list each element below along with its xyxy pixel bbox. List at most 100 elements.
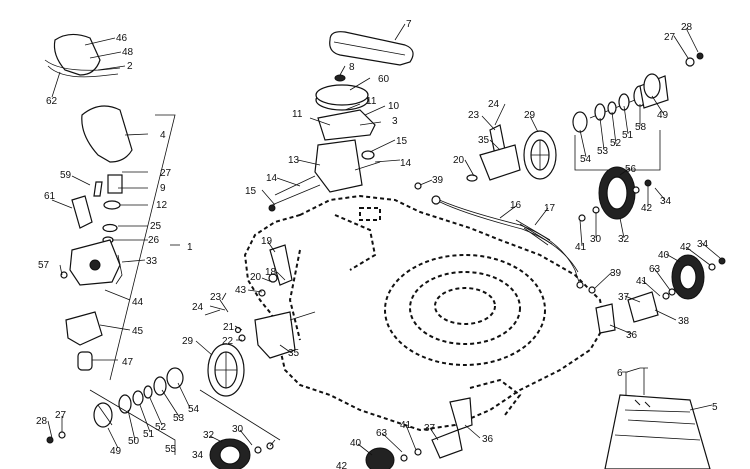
- callout-label: 9: [160, 183, 166, 194]
- callout-label: 20: [453, 155, 465, 166]
- callout-label: 1: [187, 242, 193, 253]
- callout-label: 27: [55, 410, 67, 421]
- callout-label: 33: [146, 256, 158, 267]
- callout-label: 27: [160, 168, 172, 179]
- callout-label: 52: [155, 422, 167, 433]
- callout-label: 34: [660, 196, 672, 207]
- bottom-wheel-assembly: [365, 397, 473, 469]
- callout-label: 25: [150, 221, 162, 232]
- callout-label: 58: [635, 122, 647, 133]
- callout-label: 22: [222, 336, 234, 347]
- callout-label: 50: [128, 436, 140, 447]
- callout-label: 26: [148, 235, 160, 246]
- callout-label: 49: [657, 110, 669, 121]
- callout-label: 42: [641, 203, 653, 214]
- callout-label: 23: [468, 110, 480, 121]
- callout-label: 11: [366, 96, 377, 107]
- grass-bag: [604, 367, 711, 469]
- callout-label: 51: [622, 130, 634, 141]
- callout-label: 53: [597, 146, 609, 157]
- callout-label: 55: [165, 444, 177, 455]
- callout-label: 51: [143, 429, 155, 440]
- callout-label: 41: [636, 276, 648, 287]
- drive-belt: [329, 31, 414, 66]
- callout-label: 14: [266, 173, 278, 184]
- callout-label: 48: [122, 47, 134, 58]
- callout-label: 2: [127, 61, 133, 72]
- callout-label: 15: [396, 136, 408, 147]
- callout-label: 36: [482, 434, 494, 445]
- transmission: [268, 74, 381, 212]
- callout-label: 4: [160, 130, 166, 141]
- handle-bracket-line: [109, 114, 180, 381]
- callout-label: 15: [245, 186, 257, 197]
- callout-label: 47: [122, 357, 134, 368]
- callout-label: 45: [132, 326, 144, 337]
- callout-label: 20: [250, 272, 262, 283]
- left-bracket: [204, 244, 316, 359]
- handle-grip: [81, 105, 133, 163]
- callouts: 46 48 2 62 4 27 59 9 12 61 25 26 1 57 33…: [36, 19, 721, 469]
- callout-label: 59: [60, 170, 72, 181]
- callout-label: 29: [524, 110, 536, 121]
- callout-label: 24: [488, 99, 500, 110]
- callout-label: 63: [376, 428, 388, 439]
- callout-label: 34: [192, 450, 204, 461]
- callout-label: 44: [132, 297, 144, 308]
- callout-label: 21: [223, 322, 235, 333]
- callout-label: 52: [610, 138, 622, 149]
- callout-label: 17: [544, 203, 556, 214]
- callout-label: 28: [681, 22, 693, 33]
- callout-label: 40: [350, 438, 362, 449]
- callout-label: 18: [265, 267, 277, 278]
- callout-label: 3: [392, 116, 398, 127]
- callout-label: 39: [610, 268, 622, 279]
- callout-label: 35: [288, 348, 300, 359]
- callout-label: 61: [44, 191, 56, 202]
- front-wheel-right: [595, 254, 726, 334]
- callout-label: 49: [110, 446, 122, 457]
- callout-label: 53: [173, 413, 185, 424]
- callout-label: 39: [432, 175, 444, 186]
- callout-label: 37: [424, 423, 436, 434]
- callout-label: 12: [156, 200, 168, 211]
- callout-label: 7: [406, 19, 412, 30]
- callout-label: 13: [288, 155, 300, 166]
- left-drive-wheel: [166, 343, 245, 397]
- callout-label: 30: [232, 424, 244, 435]
- callout-label: 40: [658, 250, 670, 261]
- callout-label: 14: [400, 158, 412, 169]
- callout-label: 37: [618, 292, 630, 303]
- rear-wheel-upper: [578, 166, 652, 222]
- callout-label: 27: [664, 32, 676, 43]
- shift-cable: [414, 182, 596, 294]
- callout-label: 8: [349, 62, 355, 73]
- upper-handle: [44, 33, 121, 78]
- callout-label: 60: [378, 74, 390, 85]
- callout-label: 54: [188, 404, 200, 415]
- callout-label: 10: [388, 101, 400, 112]
- callout-label: 54: [580, 154, 592, 165]
- callout-label: 11: [292, 109, 303, 120]
- callout-label: 5: [712, 402, 718, 413]
- callout-label: 24: [192, 302, 204, 313]
- callout-label: 57: [38, 260, 50, 271]
- callout-label: 43: [235, 285, 247, 296]
- callout-label: 6: [617, 368, 623, 379]
- callout-label: 38: [678, 316, 690, 327]
- callout-label: 19: [261, 236, 273, 247]
- callout-label: 35: [478, 135, 490, 146]
- callout-label: 63: [649, 264, 661, 275]
- callout-label: 36: [626, 330, 638, 341]
- callout-label: 32: [618, 234, 630, 245]
- callout-label: 30: [590, 234, 602, 245]
- callout-label: 42: [680, 242, 692, 253]
- height-adjust-assembly: [60, 174, 123, 371]
- callout-label: 41: [575, 242, 587, 253]
- callout-label: 29: [182, 336, 194, 347]
- callout-label: 16: [510, 200, 522, 211]
- callout-label: 32: [203, 430, 215, 441]
- left-wheel-parts: [46, 376, 281, 469]
- callout-label: 42: [336, 461, 348, 469]
